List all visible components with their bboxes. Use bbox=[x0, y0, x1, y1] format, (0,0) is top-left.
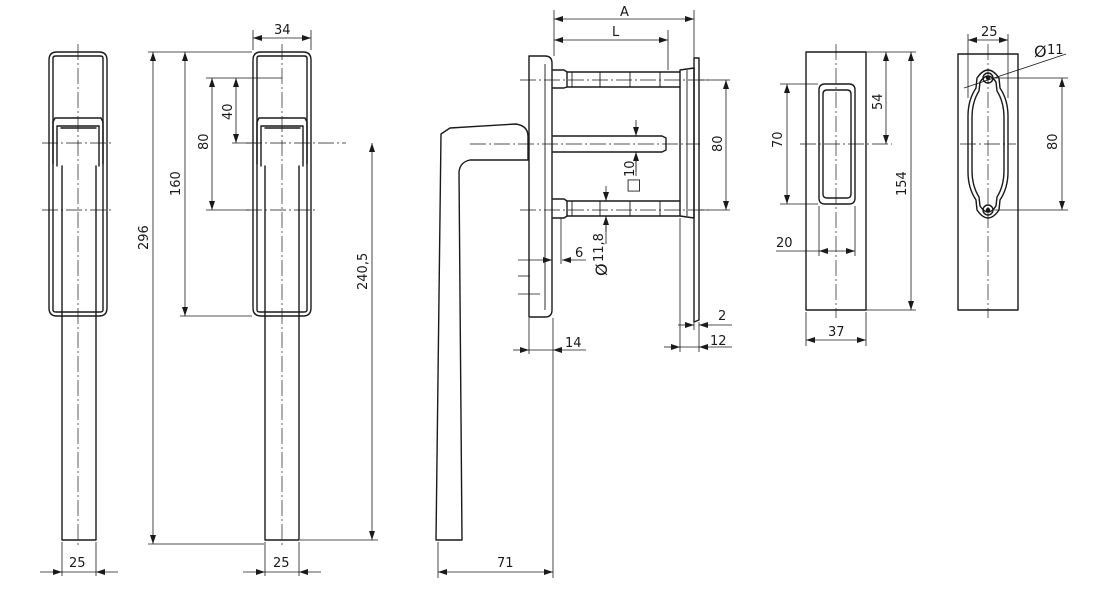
dim-cover-80: 80 bbox=[1046, 133, 1061, 150]
square-symbol: □ bbox=[623, 178, 642, 193]
dim-reach-71: 71 bbox=[497, 556, 514, 571]
dim-slot-70: 70 bbox=[771, 131, 786, 148]
dim-a: A bbox=[620, 5, 629, 20]
diameter-symbol-hole: Ø bbox=[1034, 42, 1047, 61]
dim-thickness-12: 12 bbox=[710, 334, 727, 349]
rose-view: 154 54 70 20 37 bbox=[771, 44, 916, 346]
dim-cover-25: 25 bbox=[981, 25, 998, 40]
dim-square-10: 10 bbox=[623, 160, 638, 177]
dim-width-25-front: 25 bbox=[69, 556, 86, 571]
dim-rose-154: 154 bbox=[895, 171, 910, 196]
dim-width-34: 34 bbox=[274, 23, 291, 38]
dim-height-296: 296 bbox=[137, 225, 152, 250]
dim-width-25-dimensioned: 25 bbox=[273, 556, 290, 571]
dim-thickness-2: 2 bbox=[718, 309, 726, 324]
handle-side-view: A L □ 10 Ø 11,8 6 80 2 bbox=[435, 5, 732, 578]
dim-height-240-5: 240,5 bbox=[356, 253, 371, 290]
dim-hole-11: 11 bbox=[1047, 43, 1064, 58]
dim-height-160: 160 bbox=[169, 171, 184, 196]
dim-rose-80: 80 bbox=[711, 135, 726, 152]
dim-height-80: 80 bbox=[197, 133, 212, 150]
dim-l: L bbox=[612, 25, 620, 40]
diameter-symbol-bolt: Ø bbox=[592, 263, 611, 276]
cover-view: 25 Ø 11 80 bbox=[957, 25, 1068, 318]
dim-offset-6: 6 bbox=[575, 246, 583, 261]
dim-rose-width-37: 37 bbox=[828, 325, 845, 340]
dim-diameter-11-8: 11,8 bbox=[592, 233, 607, 262]
dim-slot-width-20: 20 bbox=[776, 236, 793, 251]
handle-dimensioned-view: 34 296 160 80 40 240,5 25 bbox=[137, 23, 378, 576]
handle-front-view: 25 bbox=[40, 44, 118, 576]
dim-rose-depth-14: 14 bbox=[565, 336, 582, 351]
dim-rose-54: 54 bbox=[871, 93, 886, 110]
dim-height-40: 40 bbox=[221, 103, 236, 120]
